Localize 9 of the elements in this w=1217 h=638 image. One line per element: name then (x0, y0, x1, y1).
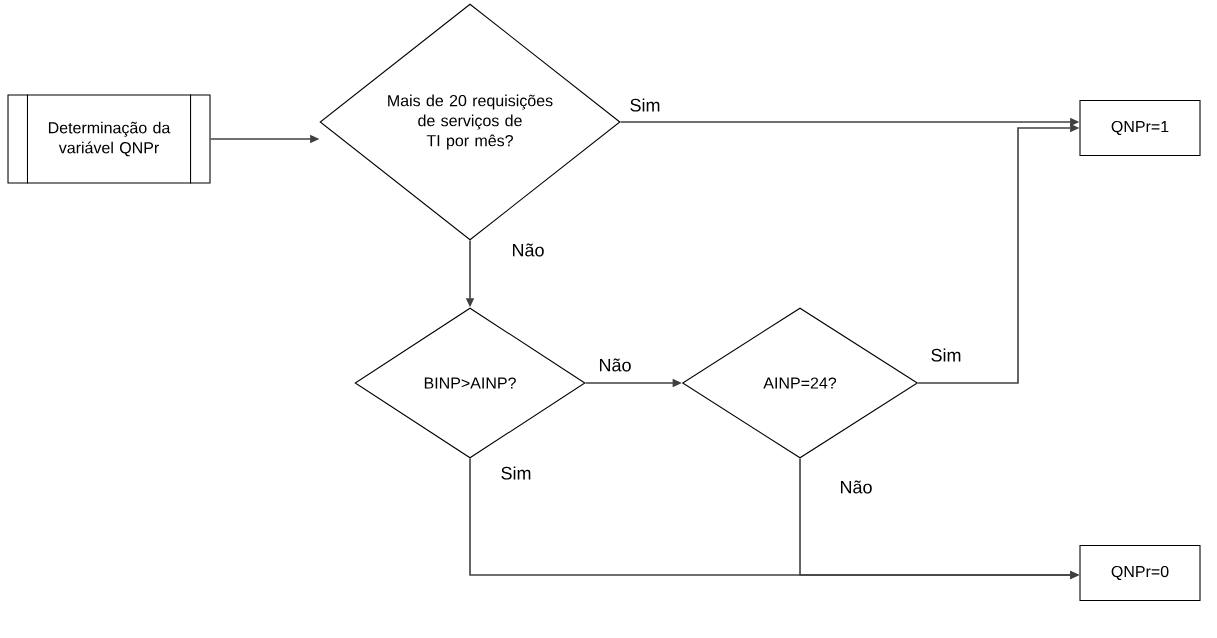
edge-label: Sim (628, 97, 662, 113)
terminal-box: QNPr=1 (1079, 99, 1201, 157)
edge-label: Não (510, 242, 546, 258)
edge-label: Não (838, 479, 874, 495)
predefined-process-box: Determinação da variável QNPr (7, 93, 211, 185)
terminal-box: QNPr=0 (1079, 544, 1201, 602)
edge-label: Não (597, 357, 633, 373)
edge-label: Sim (929, 347, 963, 363)
edge-label: Sim (499, 465, 533, 481)
